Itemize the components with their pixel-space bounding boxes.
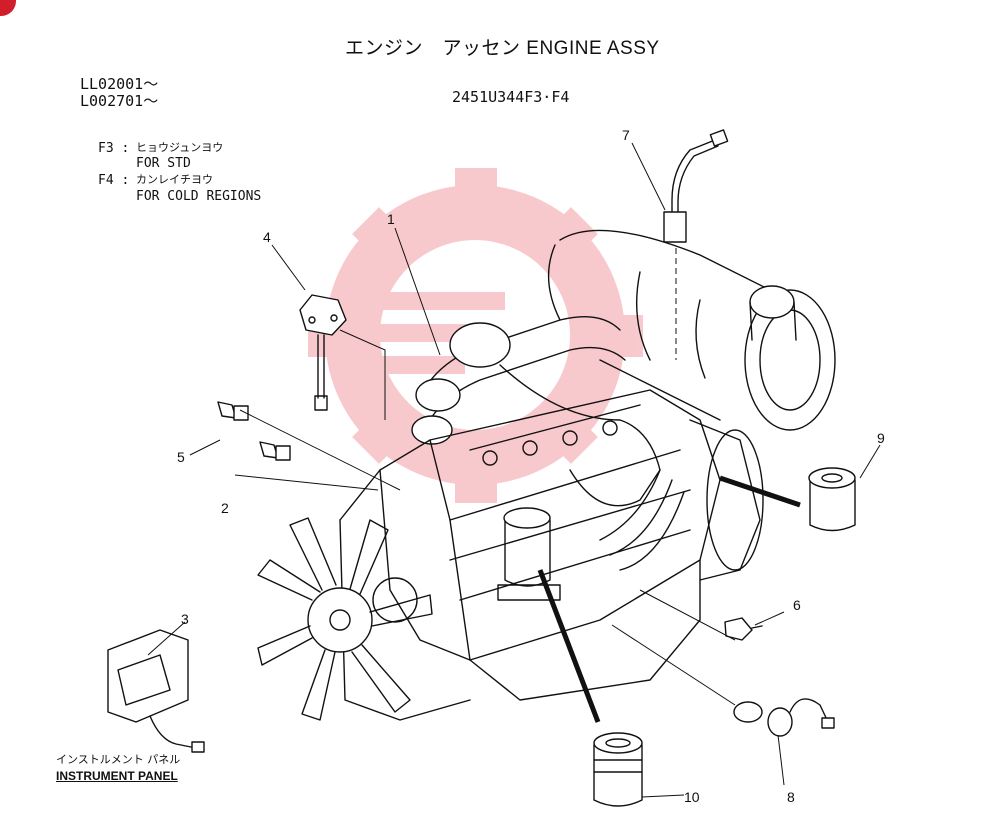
air-cleaner bbox=[547, 229, 836, 431]
callout-4: 4 bbox=[263, 229, 271, 245]
note-f3-en: FOR STD bbox=[136, 156, 191, 171]
serial-range-1: LL02001～ bbox=[80, 75, 159, 93]
callout-9: 9 bbox=[877, 430, 885, 446]
note-f4-jp: カンレイチヨウ bbox=[136, 173, 213, 186]
part-2-switch bbox=[259, 441, 291, 461]
part-8-sensor bbox=[733, 698, 835, 737]
engine-block bbox=[339, 389, 764, 721]
intake-pipe bbox=[411, 315, 661, 507]
part-3-instrument-panel bbox=[107, 629, 205, 753]
note-f3-code: F3 : bbox=[98, 141, 130, 156]
leader-lines bbox=[147, 142, 881, 798]
callout-10: 10 bbox=[684, 789, 700, 805]
heavy-leaders bbox=[537, 475, 801, 723]
part-6-sensor bbox=[724, 617, 763, 641]
mounted-filter bbox=[497, 507, 561, 601]
callout-1: 1 bbox=[387, 211, 395, 227]
callout-7: 7 bbox=[622, 127, 630, 143]
callout-3: 3 bbox=[181, 611, 189, 627]
instrument-panel-label-en: INSTRUMENT PANEL bbox=[56, 769, 178, 783]
callout-8: 8 bbox=[787, 789, 795, 805]
callout-2: 2 bbox=[221, 500, 229, 516]
part-5-switch bbox=[217, 401, 249, 421]
part-7-sensor bbox=[663, 129, 729, 243]
part-10-filter bbox=[593, 732, 643, 807]
callout-5: 5 bbox=[177, 449, 185, 465]
part-number: 2451U344F3·F4 bbox=[452, 88, 570, 106]
part-9-filter bbox=[808, 467, 856, 532]
serial-range-2: L002701～ bbox=[80, 92, 159, 110]
cooling-fan bbox=[257, 517, 433, 721]
callout-numbers: 1 2 3 4 5 6 7 8 9 10 bbox=[177, 127, 885, 805]
instrument-panel-label-jp: インストルメント パネル bbox=[56, 753, 181, 766]
callout-6: 6 bbox=[793, 597, 801, 613]
note-f4-code: F4 : bbox=[98, 173, 130, 188]
page-title: エンジン アッセン ENGINE ASSY bbox=[345, 38, 660, 59]
note-f4-en: FOR COLD REGIONS bbox=[136, 189, 262, 204]
part-4-sensor bbox=[299, 294, 347, 411]
note-f3-jp: ヒョウジュンヨウ bbox=[136, 141, 224, 154]
